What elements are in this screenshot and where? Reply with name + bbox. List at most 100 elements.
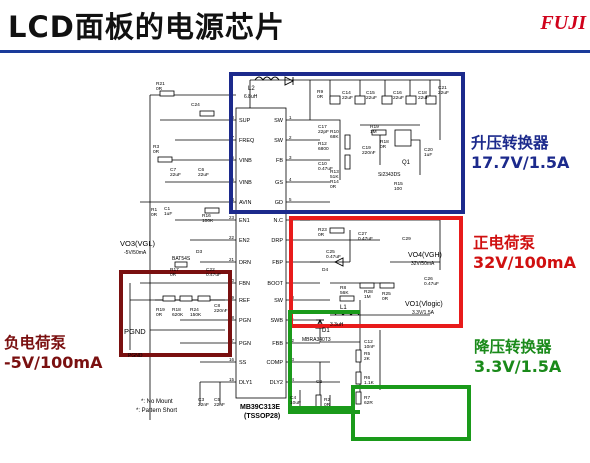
ic-right-pin-label: SW [274, 118, 284, 124]
ic-left-pin-label: VINB [239, 158, 252, 164]
component-ref: C6 [198, 168, 205, 173]
component-ref: C20 [424, 148, 433, 153]
component-ref: R12 [318, 142, 327, 147]
component-value: 10nF [364, 345, 375, 351]
d1-label: D1 [322, 328, 330, 334]
boost-highlight-box [229, 72, 465, 214]
brand-logo: FUJI [540, 12, 586, 34]
component-ref: R1 [151, 208, 158, 213]
ic-right-pin-number: 3 [289, 155, 292, 160]
component-ref: R14 [330, 180, 339, 185]
component-ref: D4 [322, 268, 329, 273]
component-value: 0R [318, 233, 325, 239]
ic-right-pin-label: SW [274, 298, 284, 304]
component-ref: R2 [324, 398, 331, 403]
component-value: 6800 [318, 147, 329, 153]
ic-left-pin-label: VINB [239, 180, 252, 186]
ic-body [235, 107, 287, 399]
component-value: 10uF [290, 401, 301, 407]
boost-callout: 升压转换器 17.7V/1.5A [471, 133, 569, 173]
component-value: 0R [151, 213, 158, 219]
component-ref: C2 [316, 380, 323, 385]
ic-part-number: MB39C313E [240, 404, 281, 411]
ic-package: (TSSOP28) [244, 413, 281, 420]
component-value: 0R [156, 87, 163, 93]
neg-pump-spec: -5V/100mA [4, 353, 103, 372]
vo3-spec: -5V/50mA [124, 250, 147, 256]
component-value: 1M [364, 295, 371, 301]
component-ref: R6 [364, 376, 371, 381]
component-ref: R13 [330, 170, 339, 175]
buck-callout: 降压转换器 3.3V/1.5A [474, 337, 561, 377]
neg-pump-callout: 负电荷泵 -5V/100mA [4, 333, 102, 373]
pgnd-small-label: PGND [128, 353, 143, 359]
vo4-label: VO4(VGH) [408, 252, 442, 259]
component-value: 22nF [198, 403, 209, 409]
component-value: 51K [330, 175, 339, 181]
ic-right-pin-number: 4 [289, 177, 292, 182]
component-ref: R25 [382, 292, 391, 297]
ic-right-pin-label: GD [275, 200, 283, 206]
component-value: 22uF [342, 96, 353, 102]
ic-right-pin-label: BOOT [267, 281, 283, 287]
component-ref: R5 [364, 352, 371, 357]
buck-highlight-box-bridge [288, 381, 355, 410]
component-ref: R8 [340, 286, 347, 291]
pos-pump-highlight-box [289, 216, 463, 328]
component-value: 0.47uF [326, 255, 341, 261]
boost-name: 升压转换器 [471, 134, 549, 152]
ic-left-pin-number: 21 [229, 257, 235, 262]
ic-left-pin-label: PGN [239, 341, 251, 347]
component-value: 22uF [198, 173, 209, 179]
ic-right-pin-label: SWB [270, 318, 283, 324]
component-ref: R19 [370, 125, 379, 130]
ic-left-pin-label: SUP [239, 118, 251, 124]
components [157, 90, 437, 408]
component-value: 1uF [164, 212, 173, 218]
component-ref: C12 [364, 340, 373, 345]
pos-pump-callout: 正电荷泵 32V/100mA [473, 233, 576, 273]
ic-right-pin-label: GS [275, 180, 283, 186]
ic-right-pin-number: 5 [289, 197, 292, 202]
component-label: D3 [196, 250, 202, 255]
l1-value: 3.3uH [330, 322, 344, 328]
component-ref: R9 [317, 90, 324, 95]
component-ref: R24 [190, 308, 199, 313]
vo1-spec: 3.3V/1.5A [412, 310, 434, 316]
ic-left-pin-number: 22 [229, 235, 235, 240]
component-ref: C8 [214, 304, 221, 309]
component-value: 22uF [418, 96, 429, 102]
component-ref: C14 [342, 91, 351, 96]
component-value: 0R [382, 297, 389, 303]
component-value: 22uF [366, 96, 377, 102]
component-ref: C17 [318, 125, 327, 130]
ic-left-pin-label: REF [239, 298, 251, 304]
d1-part: MBRA340T3 [302, 337, 331, 343]
component-ref: R7 [364, 396, 371, 401]
